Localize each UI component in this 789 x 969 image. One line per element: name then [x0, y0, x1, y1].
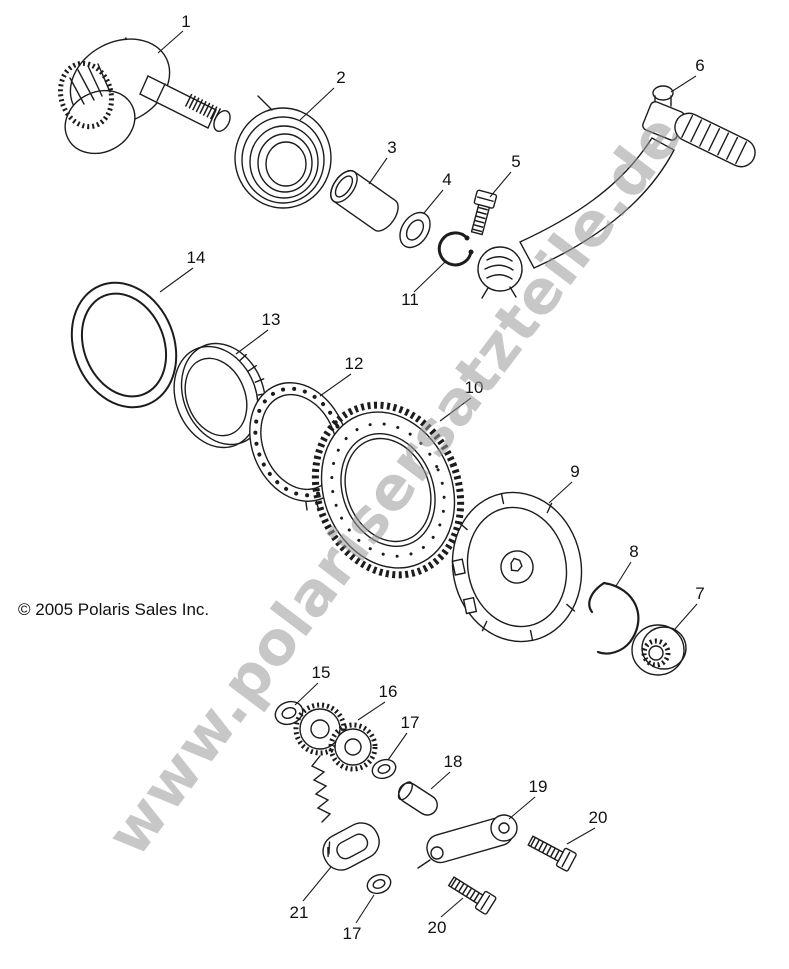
part-snap-ring	[437, 231, 474, 267]
callout-2: 2	[336, 68, 345, 87]
callout-3: 3	[387, 138, 396, 157]
part-gear-cluster	[293, 702, 378, 823]
part-washer-17a	[371, 758, 397, 780]
part-stopper-lever	[417, 814, 518, 869]
callout-6: 6	[695, 56, 704, 75]
part-guide-grommet	[322, 822, 380, 871]
part-bushing	[330, 169, 399, 232]
part-washer-17b	[366, 873, 392, 895]
part-bearing	[173, 342, 269, 449]
callout-9: 9	[570, 462, 579, 481]
callout-19: 19	[529, 777, 548, 796]
callout-13: 13	[262, 310, 281, 329]
callout-14: 14	[187, 248, 206, 267]
part-washer-15	[274, 700, 304, 726]
callout-18: 18	[444, 752, 463, 771]
part-bolt-20b	[447, 876, 497, 915]
part-pin	[397, 781, 438, 816]
callout-labels: 1 2 3 4 5 6 11 14 13 12 10 9 8 7 15 16 1…	[181, 12, 704, 943]
part-kick-lever	[477, 85, 756, 299]
callout-17b: 17	[343, 924, 362, 943]
copyright-notice: © 2005 Polaris Sales Inc.	[18, 600, 210, 619]
part-washer-4	[399, 211, 431, 249]
callout-10: 10	[465, 378, 484, 397]
part-starter-gear	[311, 401, 465, 579]
callout-4: 4	[442, 170, 451, 189]
part-clutch-drum	[451, 491, 583, 643]
part-spring-clip	[588, 581, 640, 655]
part-bolt-20a	[527, 835, 577, 872]
callout-20a: 20	[589, 808, 608, 827]
part-kick-spring	[234, 95, 332, 209]
callout-17a: 17	[401, 713, 420, 732]
callout-20b: 20	[428, 918, 447, 937]
callout-5: 5	[511, 152, 520, 171]
part-crankshaft	[57, 37, 231, 155]
callout-15: 15	[312, 663, 331, 682]
callout-7: 7	[695, 584, 704, 603]
callout-12: 12	[345, 354, 364, 373]
callout-1: 1	[181, 12, 190, 31]
callout-8: 8	[629, 542, 638, 561]
part-oring	[70, 281, 178, 409]
part-bolt-5	[470, 189, 498, 236]
callout-16: 16	[379, 682, 398, 701]
leader-lines	[157, 30, 698, 924]
callout-11: 11	[401, 290, 419, 309]
callout-21: 21	[290, 903, 309, 922]
part-ratchet-gear	[631, 624, 687, 676]
